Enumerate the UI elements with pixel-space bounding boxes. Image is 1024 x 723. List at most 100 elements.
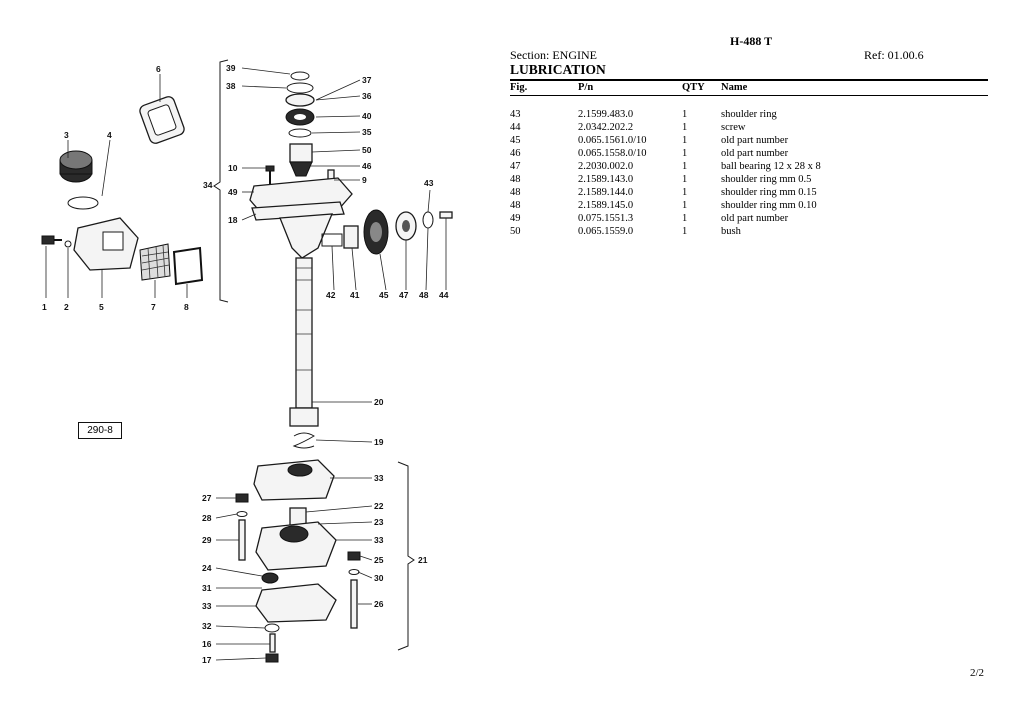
cell-fig: 48: [510, 200, 521, 211]
cell-name: shoulder ring mm 0.15: [721, 187, 817, 198]
oil-pump-assembly: 33 22 23 33 25 30 26 21 27 28 29 24 31 3…: [202, 459, 428, 665]
svg-text:44: 44: [439, 290, 449, 300]
cell-name: old part number: [721, 135, 789, 146]
column-header-qty: QTY: [682, 82, 705, 93]
cell-qty: 1: [682, 161, 688, 172]
cell-qty: 1: [682, 122, 688, 133]
cell-fig: 43: [510, 109, 521, 120]
cell-pn: 2.1589.143.0: [578, 174, 634, 185]
column-header-pn: P/n: [578, 82, 594, 93]
cell-qty: 1: [682, 187, 688, 198]
svg-text:6: 6: [156, 64, 161, 74]
svg-text:5: 5: [99, 302, 104, 312]
svg-text:25: 25: [374, 555, 384, 565]
svg-text:18: 18: [228, 215, 238, 225]
table-row: 50 0.065.1559.0 1 bush: [510, 226, 988, 239]
svg-text:9: 9: [362, 175, 367, 185]
svg-text:33: 33: [374, 473, 384, 483]
svg-text:31: 31: [202, 583, 212, 593]
svg-text:28: 28: [202, 513, 212, 523]
housing-assembly: 6 3 4 1 2 5 7 8: [41, 64, 204, 312]
cell-fig: 44: [510, 122, 521, 133]
svg-text:50: 50: [362, 145, 372, 155]
section-label: Section: ENGINE: [510, 48, 597, 62]
cell-qty: 1: [682, 109, 688, 120]
svg-text:36: 36: [362, 91, 372, 101]
table-header-divider: [510, 95, 988, 96]
svg-text:30: 30: [374, 573, 384, 583]
svg-text:43: 43: [424, 178, 434, 188]
svg-text:48: 48: [419, 290, 429, 300]
cell-pn: 2.0342.202.2: [578, 122, 634, 133]
drive-assembly: 39 38 37 36 40 35 50 46 10 9 34 49 18 43…: [203, 59, 453, 449]
cell-fig: 49: [510, 213, 521, 224]
cell-fig: 48: [510, 174, 521, 185]
cell-qty: 1: [682, 226, 688, 237]
header-divider: [510, 79, 988, 81]
table-row: 44 2.0342.202.2 1 screw: [510, 122, 988, 135]
cell-fig: 47: [510, 161, 521, 172]
svg-text:22: 22: [374, 501, 384, 511]
cell-pn: 0.075.1551.3: [578, 213, 634, 224]
svg-text:23: 23: [374, 517, 384, 527]
parts-diagram: 6 3 4 1 2 5 7 8: [0, 0, 505, 723]
cell-pn: 2.1589.144.0: [578, 187, 634, 198]
table-row: 49 0.075.1551.3 1 old part number: [510, 213, 988, 226]
svg-text:29: 29: [202, 535, 212, 545]
svg-text:34: 34: [203, 180, 213, 190]
cell-pn: 2.2030.002.0: [578, 161, 634, 172]
svg-text:21: 21: [418, 555, 428, 565]
svg-text:49: 49: [228, 187, 238, 197]
model-title: H-488 T: [730, 34, 773, 48]
svg-text:40: 40: [362, 111, 372, 121]
svg-text:27: 27: [202, 493, 212, 503]
cell-pn: 0.065.1561.0/10: [578, 135, 647, 146]
svg-text:2: 2: [64, 302, 69, 312]
reference-label: Ref: 01.00.6: [864, 48, 924, 62]
cell-name: bush: [721, 226, 741, 237]
svg-text:33: 33: [202, 601, 212, 611]
svg-text:33: 33: [374, 535, 384, 545]
svg-text:35: 35: [362, 127, 372, 137]
svg-text:3: 3: [64, 130, 69, 140]
cell-name: ball bearing 12 x 28 x 8: [721, 161, 821, 172]
svg-text:7: 7: [151, 302, 156, 312]
cell-name: shoulder ring mm 0.5: [721, 174, 812, 185]
svg-text:42: 42: [326, 290, 336, 300]
cell-qty: 1: [682, 213, 688, 224]
cell-name: shoulder ring: [721, 109, 777, 120]
svg-text:10: 10: [228, 163, 238, 173]
svg-text:47: 47: [399, 290, 409, 300]
page-number: 2/2: [970, 667, 985, 679]
svg-text:24: 24: [202, 563, 212, 573]
column-header-fig: Fig.: [510, 82, 528, 93]
cell-name: old part number: [721, 213, 789, 224]
svg-text:45: 45: [379, 290, 389, 300]
cell-name: old part number: [721, 148, 789, 159]
svg-text:38: 38: [226, 81, 236, 91]
svg-text:4: 4: [107, 130, 112, 140]
cell-name: shoulder ring mm 0.10: [721, 200, 817, 211]
column-header-name: Name: [721, 82, 748, 93]
cell-name: screw: [721, 122, 746, 133]
svg-text:19: 19: [374, 437, 384, 447]
cell-fig: 46: [510, 148, 521, 159]
svg-text:39: 39: [226, 63, 236, 73]
svg-text:17: 17: [202, 655, 212, 665]
cell-pn: 0.065.1558.0/10: [578, 148, 647, 159]
cell-qty: 1: [682, 200, 688, 211]
cell-fig: 45: [510, 135, 521, 146]
page-title: LUBRICATION: [510, 62, 606, 77]
cell-fig: 50: [510, 226, 521, 237]
svg-text:26: 26: [374, 599, 384, 609]
cell-pn: 0.065.1559.0: [578, 226, 634, 237]
svg-text:16: 16: [202, 639, 212, 649]
svg-text:32: 32: [202, 621, 212, 631]
svg-text:37: 37: [362, 75, 372, 85]
